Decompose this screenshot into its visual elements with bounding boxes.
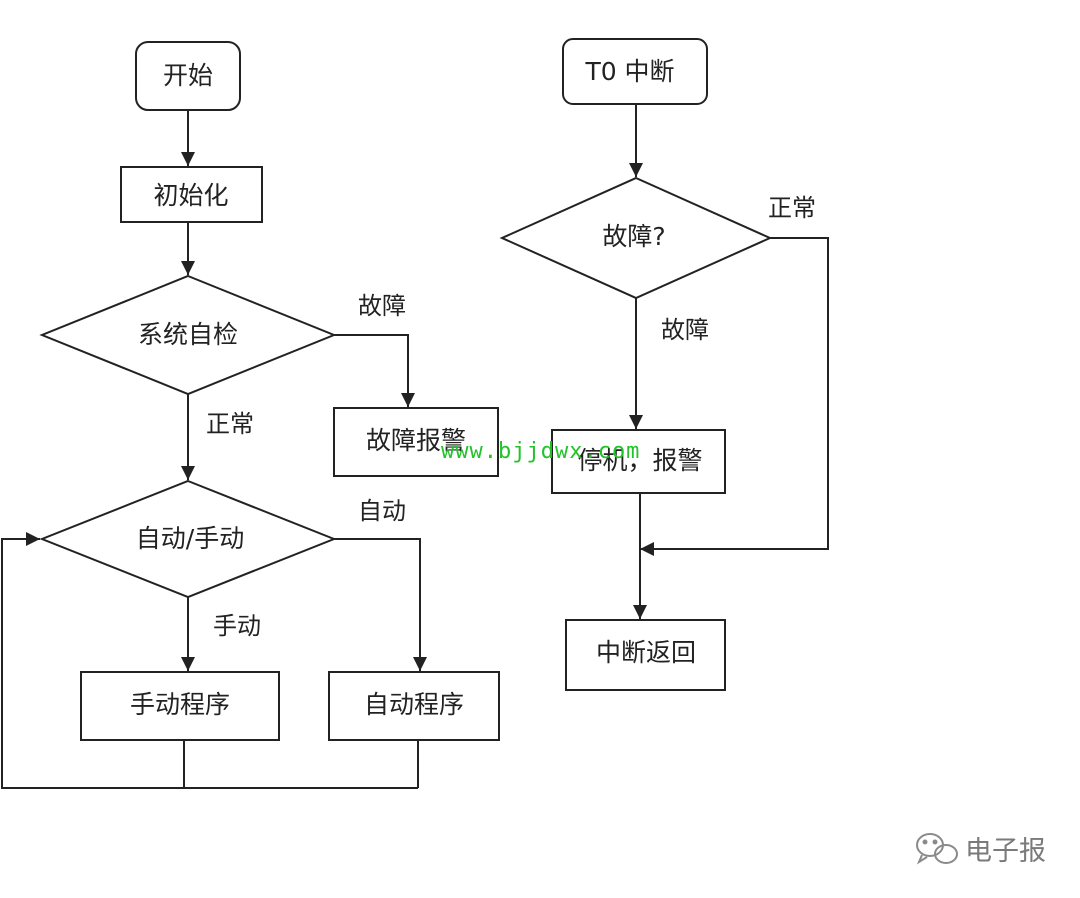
logo: 电子报 (916, 833, 1046, 867)
fault-check-label: 故障? (602, 222, 665, 251)
self-check-decision: 系统自检 (39, 274, 337, 396)
return-label: 中断返回 (596, 638, 696, 667)
stop-alarm-node: 停机，报警 (551, 429, 726, 494)
fault-alarm-label: 故障报警 (366, 426, 466, 455)
mode-select-label: 自动/手动 (136, 524, 244, 553)
arrow-loop-back-to-mode (1, 532, 418, 789)
arrow-faultcheck-normal-to-return (640, 237, 829, 556)
edge-label-fault: 故障 (358, 292, 406, 320)
interrupt-flow: T0 中断 故障? 正常 故障 停机，报警 中断返回 (499, 38, 829, 691)
arrow-mode-to-auto (334, 538, 427, 671)
auto-program-node: 自动程序 (328, 671, 500, 741)
self-check-label: 系统自检 (138, 320, 238, 349)
wechat-icon (916, 833, 958, 865)
edge-label-normal-right: 正常 (768, 194, 816, 222)
fault-check-decision: 故障? (499, 176, 773, 300)
interrupt-start-node: T0 中断 (562, 38, 708, 105)
fault-alarm-node: 故障报警 (333, 407, 499, 477)
arrow-selfcheck-to-fault (334, 334, 415, 407)
start-label: 开始 (163, 61, 213, 90)
init-label: 初始化 (153, 181, 228, 210)
return-node: 中断返回 (565, 619, 726, 691)
edge-label-normal: 正常 (206, 410, 254, 438)
interrupt-start-label: T0 中断 (584, 57, 674, 86)
mode-select-decision: 自动/手动 (39, 479, 337, 599)
main-flow: 开始 初始化 系统自检 故障 故障报警 正常 自动/手动 (1, 41, 500, 789)
manual-program-node: 手动程序 (80, 671, 280, 741)
watermark-text: www.bjjdwx.com (441, 439, 640, 464)
edge-label-fault-right: 故障 (661, 316, 709, 344)
edge-label-manual: 手动 (213, 612, 261, 640)
auto-program-label: 自动程序 (364, 690, 464, 719)
manual-program-label: 手动程序 (130, 690, 230, 719)
edge-label-auto: 自动 (358, 497, 406, 525)
logo-text: 电子报 (965, 836, 1046, 867)
stop-alarm-label: 停机，报警 (577, 446, 702, 475)
start-node: 开始 (135, 41, 241, 111)
init-node: 初始化 (120, 166, 263, 223)
